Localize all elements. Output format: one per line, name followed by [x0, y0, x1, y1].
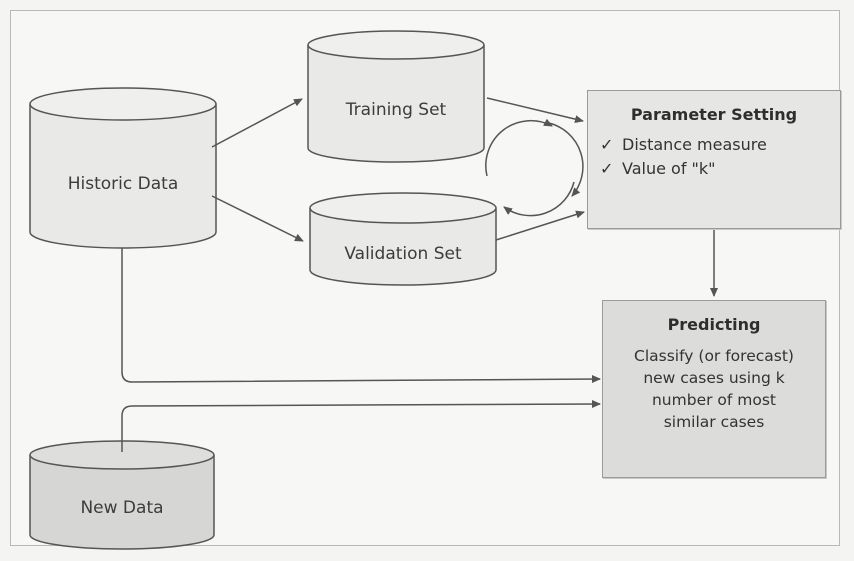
training-set-label: Training Set	[345, 100, 447, 120]
training-set-cylinder	[307, 30, 485, 163]
arrow-newdata-to-predicting	[121, 400, 601, 452]
historic-data-label: Historic Data	[67, 174, 179, 194]
cycle-arrow-right	[548, 122, 584, 197]
predicting-description: Classify (or forecast) new cases using k…	[603, 345, 825, 433]
predicting-line: new cases using k	[643, 369, 785, 387]
predicting-title: Predicting	[667, 315, 761, 334]
check-icon: ✓	[600, 159, 614, 178]
validation-set-label: Validation Set	[344, 244, 462, 264]
arrow-historic-to-predicting	[121, 248, 601, 384]
arrow-training-to-parameter	[486, 97, 584, 124]
parameter-setting-box: Parameter Setting ✓ Distance measure ✓ Val…	[587, 90, 841, 229]
predicting-box: Predicting Classify (or forecast) new ca…	[602, 300, 826, 478]
predicting-line: Classify (or forecast)	[634, 347, 794, 365]
arrow-historic-to-training	[211, 98, 303, 148]
check-icon: ✓	[600, 135, 614, 154]
validation-set-cylinder	[309, 192, 497, 286]
predicting-line: similar cases	[663, 413, 765, 431]
new-data-cylinder	[29, 440, 215, 550]
parameter-item-label: Distance measure	[622, 135, 767, 154]
predicting-line: number of most	[651, 391, 777, 409]
historic-data-cylinder	[29, 87, 217, 249]
parameter-item-distance: ✓ Distance measure	[588, 133, 840, 157]
new-data-label: New Data	[80, 498, 164, 518]
parameter-setting-title: Parameter Setting	[630, 105, 798, 124]
parameter-item-label: Value of "k"	[622, 159, 716, 178]
cycle-arrow-top	[485, 118, 553, 177]
parameter-item-k: ✓ Value of "k"	[588, 157, 840, 181]
arrow-validation-to-parameter	[495, 210, 585, 241]
arrow-historic-to-validation	[211, 195, 304, 242]
cycle-arrow-bottom	[503, 181, 575, 217]
